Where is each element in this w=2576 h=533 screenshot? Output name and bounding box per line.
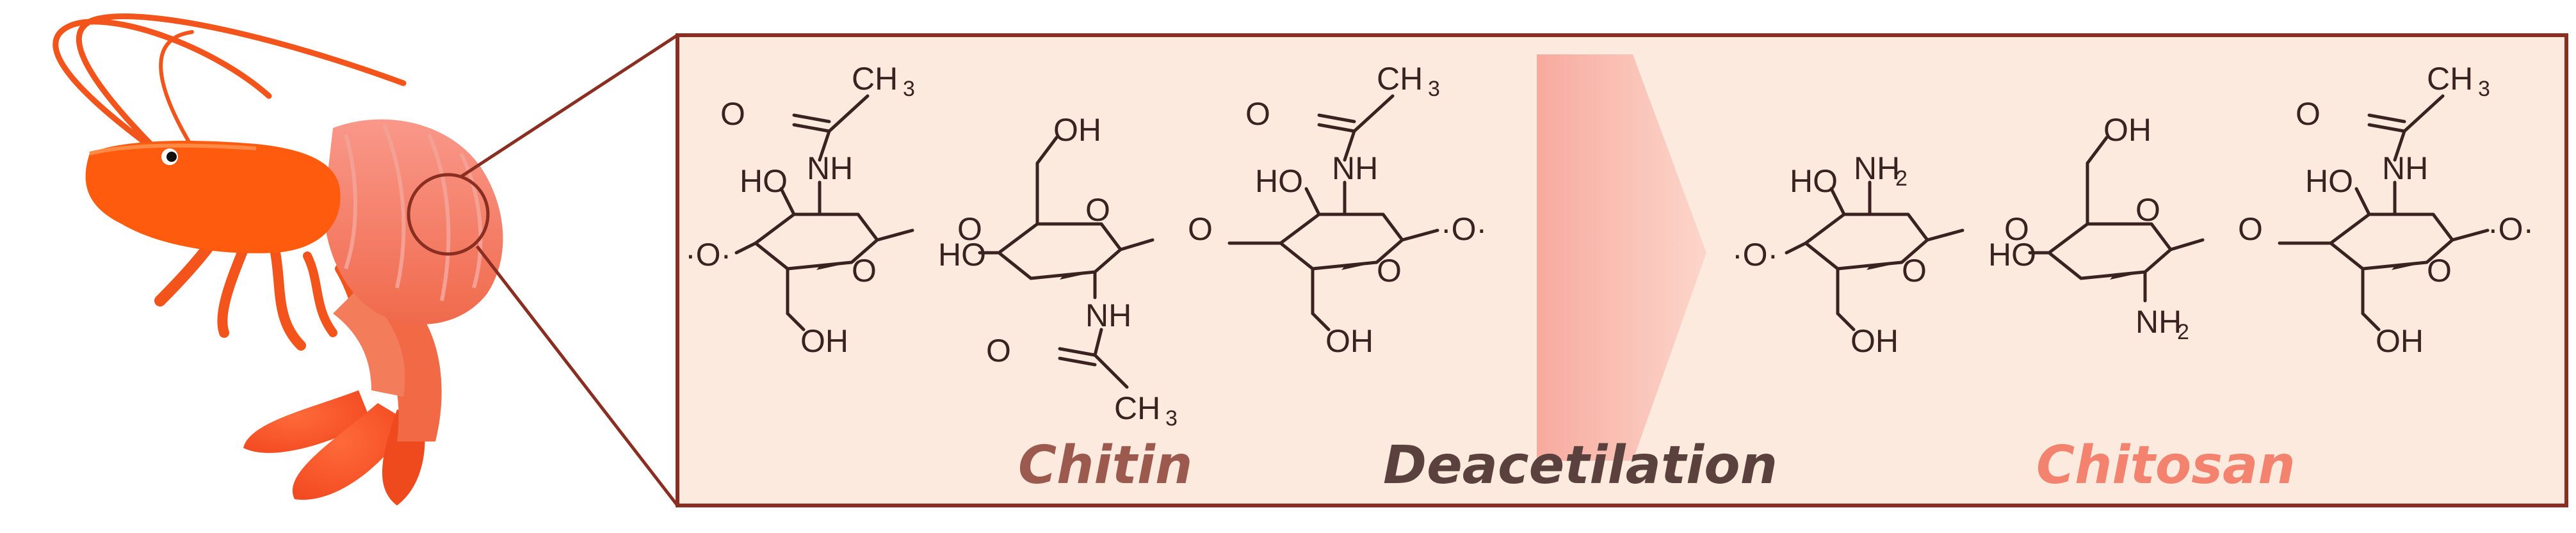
svg-text:O: O [986,333,1011,369]
svg-text:CH: CH [852,61,898,97]
svg-text:·O·: ·O· [685,237,731,273]
svg-text:HO: HO [740,163,788,199]
svg-text:HO: HO [938,237,986,273]
svg-text:OH: OH [2103,112,2151,148]
svg-text:O: O [1085,192,1110,228]
chitin-label: Chitin [1018,435,1192,496]
svg-text:OH: OH [1053,112,1101,148]
svg-text:O: O [1188,211,1213,247]
svg-text:O: O [1245,96,1270,132]
chitosan-label: Chitosan [2036,435,2296,496]
svg-text:CH: CH [2427,61,2473,97]
svg-text:HO: HO [1988,237,2036,273]
svg-text:3: 3 [1165,406,1178,431]
svg-text:·O·: ·O· [1732,237,1778,273]
shrimp-icon [53,13,503,505]
svg-text:O: O [720,96,745,132]
svg-text:O: O [2004,211,2029,247]
arrow-icon [1537,54,1706,461]
svg-text:O: O [957,211,982,247]
svg-text:NH: NH [1085,298,1131,333]
svg-text:NH: NH [2135,304,2182,340]
svg-text:O: O [2135,192,2160,228]
svg-text:·O·: ·O· [2488,211,2534,247]
svg-text:O: O [2238,211,2263,247]
svg-text:NH: NH [2382,150,2428,186]
svg-text:OH: OH [1851,323,1899,359]
svg-text:HO: HO [1790,163,1838,199]
zoom-icon [407,33,679,507]
svg-text:3: 3 [2478,77,2490,101]
svg-text:OH: OH [2376,323,2424,359]
chitin-structure: NH HO O CH 3 O OH ·O· O OH O HO NH [685,61,1487,431]
svg-text:O: O [852,253,877,289]
svg-text:OH: OH [1325,323,1373,359]
svg-text:CH: CH [1114,390,1160,426]
svg-text:NH: NH [1332,150,1378,186]
svg-text:NH: NH [1854,150,1900,186]
svg-text:HO: HO [2305,163,2353,199]
svg-text:O: O [1377,253,1402,289]
svg-text:OH: OH [800,323,848,359]
svg-text:CH: CH [1377,61,1423,97]
svg-text:O: O [2296,96,2321,132]
process-label: Deacetilation [1383,435,1778,496]
svg-text:2: 2 [2177,320,2189,344]
svg-text:O: O [2427,253,2452,289]
svg-text:NH: NH [807,150,853,186]
svg-text:·O·: ·O· [1441,211,1487,247]
svg-text:3: 3 [1428,77,1440,101]
svg-text:2: 2 [1895,166,1908,191]
chitosan-structure: NH 2 HO O OH ·O· O OH O HO NH 2 O [1732,61,2534,359]
svg-text:3: 3 [903,77,915,101]
svg-text:O: O [1902,253,1927,289]
svg-text:HO: HO [1255,163,1303,199]
